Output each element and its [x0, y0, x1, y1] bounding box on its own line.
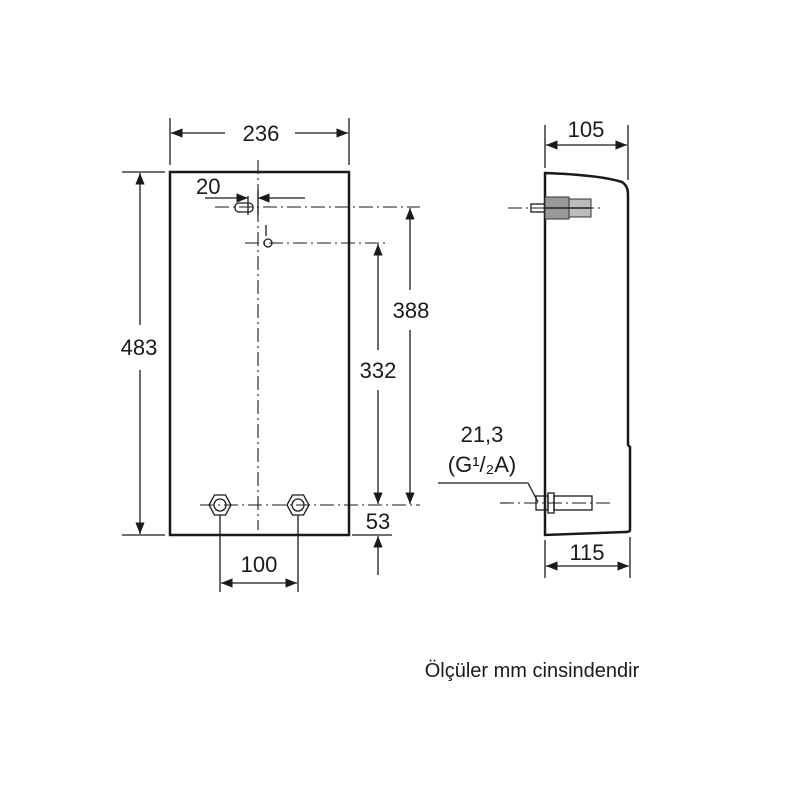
- lower-fitting-icon: [500, 492, 610, 514]
- thread-spec-label: (G¹/₂A): [448, 452, 516, 477]
- connection-size-label: 21,3: [461, 422, 504, 447]
- width-dimension-label: 236: [243, 121, 280, 146]
- upper-mount-dimension-label: 388: [393, 298, 430, 323]
- bottom-offset-dimension-label: 53: [366, 509, 390, 534]
- lower-mount-dimension-label: 332: [360, 358, 397, 383]
- front-housing: [168, 170, 351, 537]
- bottom-depth-dimension-label: 115: [569, 540, 604, 565]
- offset-dimension-label: 20: [196, 174, 220, 199]
- upper-fitting-icon: [508, 196, 603, 220]
- side-view: 21,3 (G¹/₂A) 105 115: [438, 117, 632, 578]
- pipe-spacing-dimension-label: 100: [241, 552, 278, 577]
- units-caption: Ölçüler mm cinsindendir: [425, 660, 640, 682]
- front-view: 20 236 483 388 332 53: [121, 118, 430, 592]
- side-housing: [543, 171, 632, 537]
- top-depth-dimension-label: 105: [568, 117, 605, 142]
- height-dimension-label: 483: [121, 335, 158, 360]
